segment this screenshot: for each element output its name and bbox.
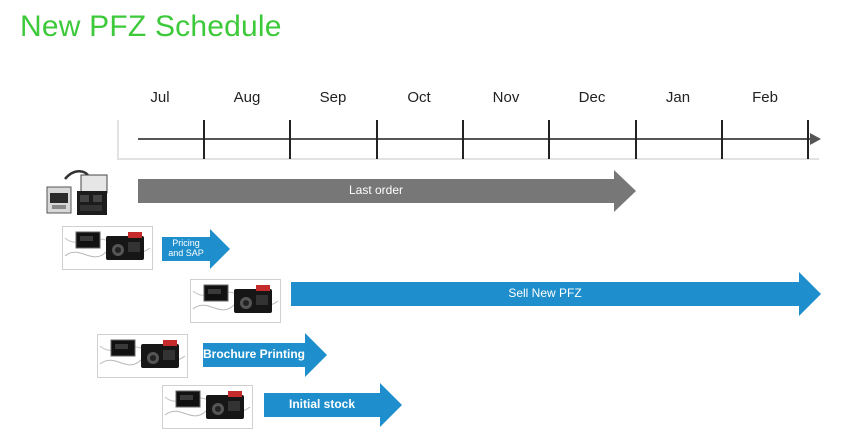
- month-label-oct: Oct: [407, 89, 431, 106]
- sell-new-pfz-arrow: Sell New PFZ: [291, 272, 821, 316]
- timeline-tick: [203, 120, 205, 159]
- new-pfz-device-image: [62, 226, 153, 270]
- month-label-jul: Jul: [150, 89, 170, 106]
- timeline-tick: [376, 120, 378, 159]
- page-title: New PFZ Schedule: [20, 10, 282, 43]
- month-label-nov: Nov: [492, 89, 520, 106]
- initial-stock-arrow: Initial stock: [264, 383, 402, 427]
- timeline-tick: [635, 120, 637, 159]
- timeline-tick: [462, 120, 464, 159]
- new-pfz-device-image: [97, 334, 188, 378]
- timeline-tick: [548, 120, 550, 159]
- pricing-sap-arrow: Pricing and SAP: [162, 229, 230, 269]
- last-order-label: Last order: [348, 183, 404, 198]
- brochure-printing-arrow: Brochure Printing: [203, 333, 327, 377]
- month-label-aug: Aug: [233, 89, 261, 106]
- month-label-jan: Jan: [665, 89, 691, 106]
- sell-new-pfz-arrowhead: [799, 272, 821, 316]
- sell-new-pfz-label: Sell New PFZ: [508, 286, 582, 301]
- timeline-tick: [289, 120, 291, 159]
- new-pfz-device-image: [162, 385, 253, 429]
- month-label-sep: Sep: [319, 89, 347, 106]
- old-device-image: [45, 167, 111, 219]
- month-label-feb: Feb: [752, 89, 778, 106]
- initial-stock-label: Initial stock: [288, 397, 356, 412]
- last-order-arrow: Last order: [138, 170, 636, 212]
- month-label-dec: Dec: [578, 89, 606, 106]
- brochure-printing-arrowhead: [305, 333, 327, 377]
- initial-stock-arrowhead: [380, 383, 402, 427]
- new-pfz-device-image: [190, 279, 281, 323]
- timeline-tick: [721, 120, 723, 159]
- timeline-tick: [807, 120, 809, 159]
- sap-label: and SAP: [168, 248, 204, 258]
- brochure-printing-label: Brochure Printing: [203, 347, 306, 362]
- pricing-sap-arrowhead: [210, 229, 230, 269]
- timeline-axis: [138, 138, 814, 140]
- last-order-arrowhead: [614, 170, 636, 212]
- pricing-label: Pricing: [172, 238, 200, 249]
- timeline-arrowhead: [810, 133, 821, 145]
- timeline-frame: [117, 120, 819, 160]
